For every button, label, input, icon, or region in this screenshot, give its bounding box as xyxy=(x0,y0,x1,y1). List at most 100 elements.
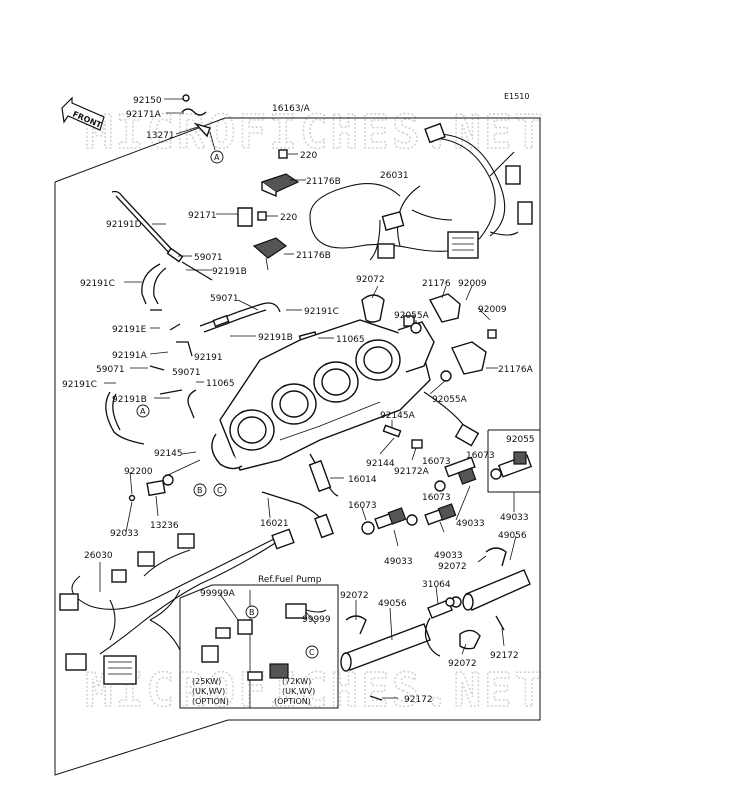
injector-2 xyxy=(406,503,457,526)
label-16014: 16014 xyxy=(348,475,377,485)
label-21176A: 21176A xyxy=(498,365,534,375)
sensor-21176a xyxy=(440,341,487,382)
callout-a-top: A xyxy=(210,150,224,164)
callout-b-mid: B xyxy=(193,483,207,497)
label-92191A: 92191A xyxy=(112,351,148,361)
svg-text:B: B xyxy=(197,486,203,495)
fuel-pump-option-parts xyxy=(201,603,327,681)
fuel-joint-31064 xyxy=(424,597,455,657)
wire-harness-26031 xyxy=(309,122,533,261)
label-99999: 99999 xyxy=(302,615,331,625)
label-92200: 92200 xyxy=(124,467,153,477)
front-arrow-icon: FRONT xyxy=(61,96,105,131)
label-92191C-b: 92191C xyxy=(304,307,339,317)
label-92009-b: 92009 xyxy=(478,305,507,315)
label-13236: 13236 xyxy=(150,521,179,531)
sensor-21176b-upper xyxy=(260,149,300,198)
sensor-21176b-lower xyxy=(237,207,288,271)
callout-a-mid: A xyxy=(136,404,150,418)
clamp-92072-top xyxy=(361,294,385,323)
label-13271: 13271 xyxy=(146,131,175,141)
clamp-92072-lower xyxy=(459,629,481,650)
label-92009-a: 92009 xyxy=(458,279,487,289)
svg-text:(72KW): (72KW) xyxy=(282,677,311,686)
label-11065-a: 11065 xyxy=(336,335,365,345)
label-16073-a: 16073 xyxy=(466,451,495,461)
diagram-code: E1510 xyxy=(504,92,529,101)
callout-c-pump: C xyxy=(305,645,319,659)
label-92055A-a: 92055A xyxy=(394,311,430,321)
label-21176: 21176 xyxy=(422,279,451,289)
label-92191C-c: 92191C xyxy=(62,380,97,390)
wire-connector-right xyxy=(382,391,480,449)
label-92172A: 92172A xyxy=(394,467,430,477)
wire-harness-26030 xyxy=(59,528,295,685)
label-21176B-b: 21176B xyxy=(296,251,331,261)
label-92072-d: 92072 xyxy=(448,659,477,669)
label-59071-c: 59071 xyxy=(96,365,125,375)
label-220-a: 220 xyxy=(300,151,317,161)
label-92191D: 92191D xyxy=(106,220,142,230)
svg-text:(UK,WV): (UK,WV) xyxy=(192,687,225,696)
label-92172-b: 92172 xyxy=(404,695,433,705)
label-92191: 92191 xyxy=(194,353,223,363)
label-16073-c: 16073 xyxy=(422,493,451,503)
label-92072-c: 92072 xyxy=(340,591,369,601)
injector-1 xyxy=(434,456,477,492)
label-26031: 26031 xyxy=(380,171,409,181)
injectors xyxy=(361,451,533,535)
label-16163A: 16163/A xyxy=(272,104,311,114)
svg-text:(OPTION): (OPTION) xyxy=(192,697,229,706)
svg-text:(25KW): (25KW) xyxy=(192,677,221,686)
part-labels: 92150 92171A 13271 16163/A 220 21176B 26… xyxy=(62,96,535,705)
label-16073-b: 16073 xyxy=(422,457,451,467)
label-92072-b: 92072 xyxy=(438,562,467,572)
label-92171A: 92171A xyxy=(126,110,162,120)
label-49033-a: 49033 xyxy=(456,519,485,529)
watermark-bottom: MICROFICHES.NET xyxy=(85,663,545,717)
label-92033: 92033 xyxy=(110,529,139,539)
bracket-clip-parts xyxy=(181,94,216,151)
label-92191B-a: 92191B xyxy=(212,267,247,277)
label-31064: 31064 xyxy=(422,580,451,590)
throttle-sensor-13236 xyxy=(128,459,201,502)
svg-text:A: A xyxy=(214,153,220,162)
bolt-92172 xyxy=(495,615,505,631)
label-16021: 16021 xyxy=(260,519,289,529)
label-92150: 92150 xyxy=(133,96,162,106)
label-92145A: 92145A xyxy=(380,411,416,421)
assembly-frame xyxy=(54,117,541,776)
label-92191B-c: 92191B xyxy=(112,395,147,405)
label-92072-a: 92072 xyxy=(356,275,385,285)
leader-lines xyxy=(99,98,517,699)
label-92172-a: 92172 xyxy=(490,651,519,661)
label-49056-b: 49056 xyxy=(378,599,407,609)
label-59071-a: 59071 xyxy=(194,253,223,263)
label-16073-d: 16073 xyxy=(348,501,377,511)
svg-text:A: A xyxy=(140,407,146,416)
injector-detail xyxy=(490,451,533,480)
label-99999A: 99999A xyxy=(200,589,236,599)
injector-detail-frame xyxy=(487,429,541,493)
ref-fuel-pump-label: Ref.Fuel Pump xyxy=(258,575,322,585)
callout-b-pump: B xyxy=(245,605,259,619)
label-49033-c: 49033 xyxy=(384,557,413,567)
fuel-rail-lower xyxy=(340,615,431,701)
svg-text:B: B xyxy=(249,608,255,617)
watermark-top: MICROFICHES.NET xyxy=(85,105,545,159)
svg-text:(UK,WV): (UK,WV) xyxy=(282,687,315,696)
cable-16021 xyxy=(261,491,334,539)
label-11065-b: 11065 xyxy=(206,379,235,389)
label-92055: 92055 xyxy=(506,435,535,445)
option-25kw-label: (25KW) (UK,WV) (OPTION) xyxy=(192,677,229,706)
option-72kw-label: (72KW) (UK,WV) (OPTION) xyxy=(274,677,315,706)
fuel-rail-upper xyxy=(450,547,531,611)
svg-text:C: C xyxy=(309,648,315,657)
label-92055A-b: 92055A xyxy=(432,395,468,405)
fuel-pump-option-frame xyxy=(179,584,339,709)
svg-text:C: C xyxy=(217,486,223,495)
label-49033-d: 49033 xyxy=(434,551,463,561)
label-92191E: 92191E xyxy=(112,325,147,335)
label-92145: 92145 xyxy=(154,449,183,459)
label-59071-b: 59071 xyxy=(210,294,239,304)
